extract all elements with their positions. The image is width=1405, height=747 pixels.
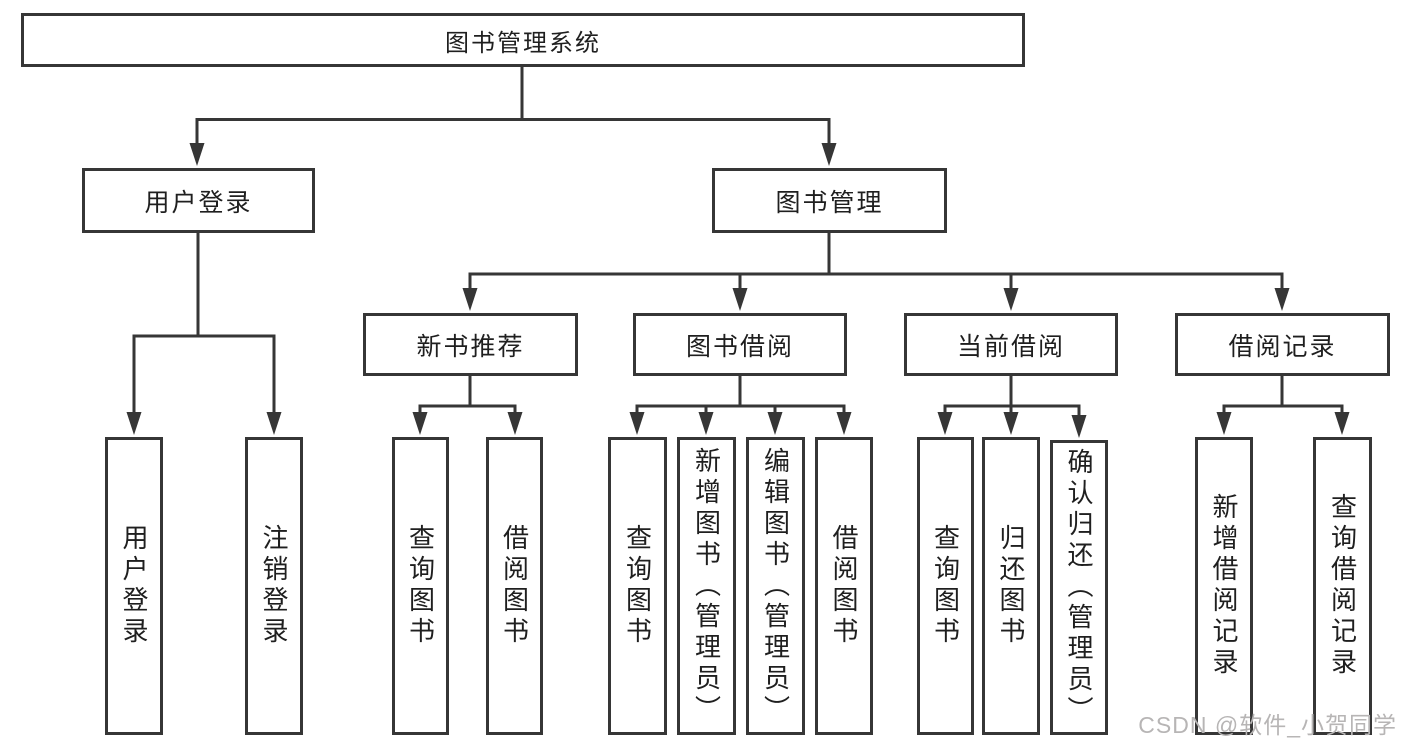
node-label: 用户登录 <box>119 524 149 648</box>
node-label: 新增借阅记录 <box>1209 493 1239 679</box>
node-label: 图书管理 <box>775 188 884 217</box>
node-label: 注销登录 <box>259 524 289 648</box>
leaf-add-borrow-record: 新增借阅记录 <box>1195 437 1253 735</box>
node-label: 查询借阅记录 <box>1327 493 1358 679</box>
node-label: 图书管理系统 <box>445 29 601 57</box>
node-library-management-system: 图书管理系统 <box>21 13 1025 67</box>
node-label: 归还图书 <box>996 524 1026 648</box>
node-label: 新增图书（管理员） <box>691 446 722 726</box>
node-borrowing-records: 借阅记录 <box>1175 313 1390 376</box>
leaf-user-login: 用户登录 <box>105 437 163 735</box>
leaf-borrow-books: 借阅图书 <box>815 437 873 735</box>
node-book-borrowing: 图书借阅 <box>633 313 847 376</box>
node-book-management: 图书管理 <box>712 168 947 233</box>
leaf-query-books: 查询图书 <box>608 437 667 735</box>
node-new-book-recommendation: 新书推荐 <box>363 313 578 376</box>
node-user-login: 用户登录 <box>82 168 315 233</box>
node-label: 用户登录 <box>144 188 253 217</box>
leaf-query-books: 查询图书 <box>917 437 974 735</box>
leaf-logout: 注销登录 <box>245 437 303 735</box>
node-label: 借阅记录 <box>1228 332 1337 361</box>
leaf-query-books: 查询图书 <box>392 437 449 735</box>
node-label: 新书推荐 <box>416 332 525 361</box>
node-label: 借阅图书 <box>829 524 859 648</box>
node-label: 查询图书 <box>405 524 436 648</box>
node-label: 查询图书 <box>622 524 653 648</box>
node-label: 图书借阅 <box>685 332 794 361</box>
leaf-query-borrow-record: 查询借阅记录 <box>1313 437 1372 735</box>
node-label: 当前借阅 <box>956 332 1065 361</box>
leaf-return-books: 归还图书 <box>982 437 1040 735</box>
node-label: 编辑图书（管理员） <box>760 446 791 726</box>
leaf-borrow-books: 借阅图书 <box>486 437 543 735</box>
leaf-add-books-admin: 新增图书（管理员） <box>677 437 736 735</box>
node-label: 确认归还（管理员） <box>1064 448 1094 727</box>
leaf-confirm-return-admin: 确认归还（管理员） <box>1050 440 1108 735</box>
node-label: 查询图书 <box>930 524 961 648</box>
node-current-borrowing: 当前借阅 <box>904 313 1118 376</box>
csdn-watermark: CSDN @软件_小贺同学 <box>1138 712 1397 738</box>
node-label: 借阅图书 <box>499 524 530 648</box>
leaf-edit-books-admin: 编辑图书（管理员） <box>746 437 805 735</box>
